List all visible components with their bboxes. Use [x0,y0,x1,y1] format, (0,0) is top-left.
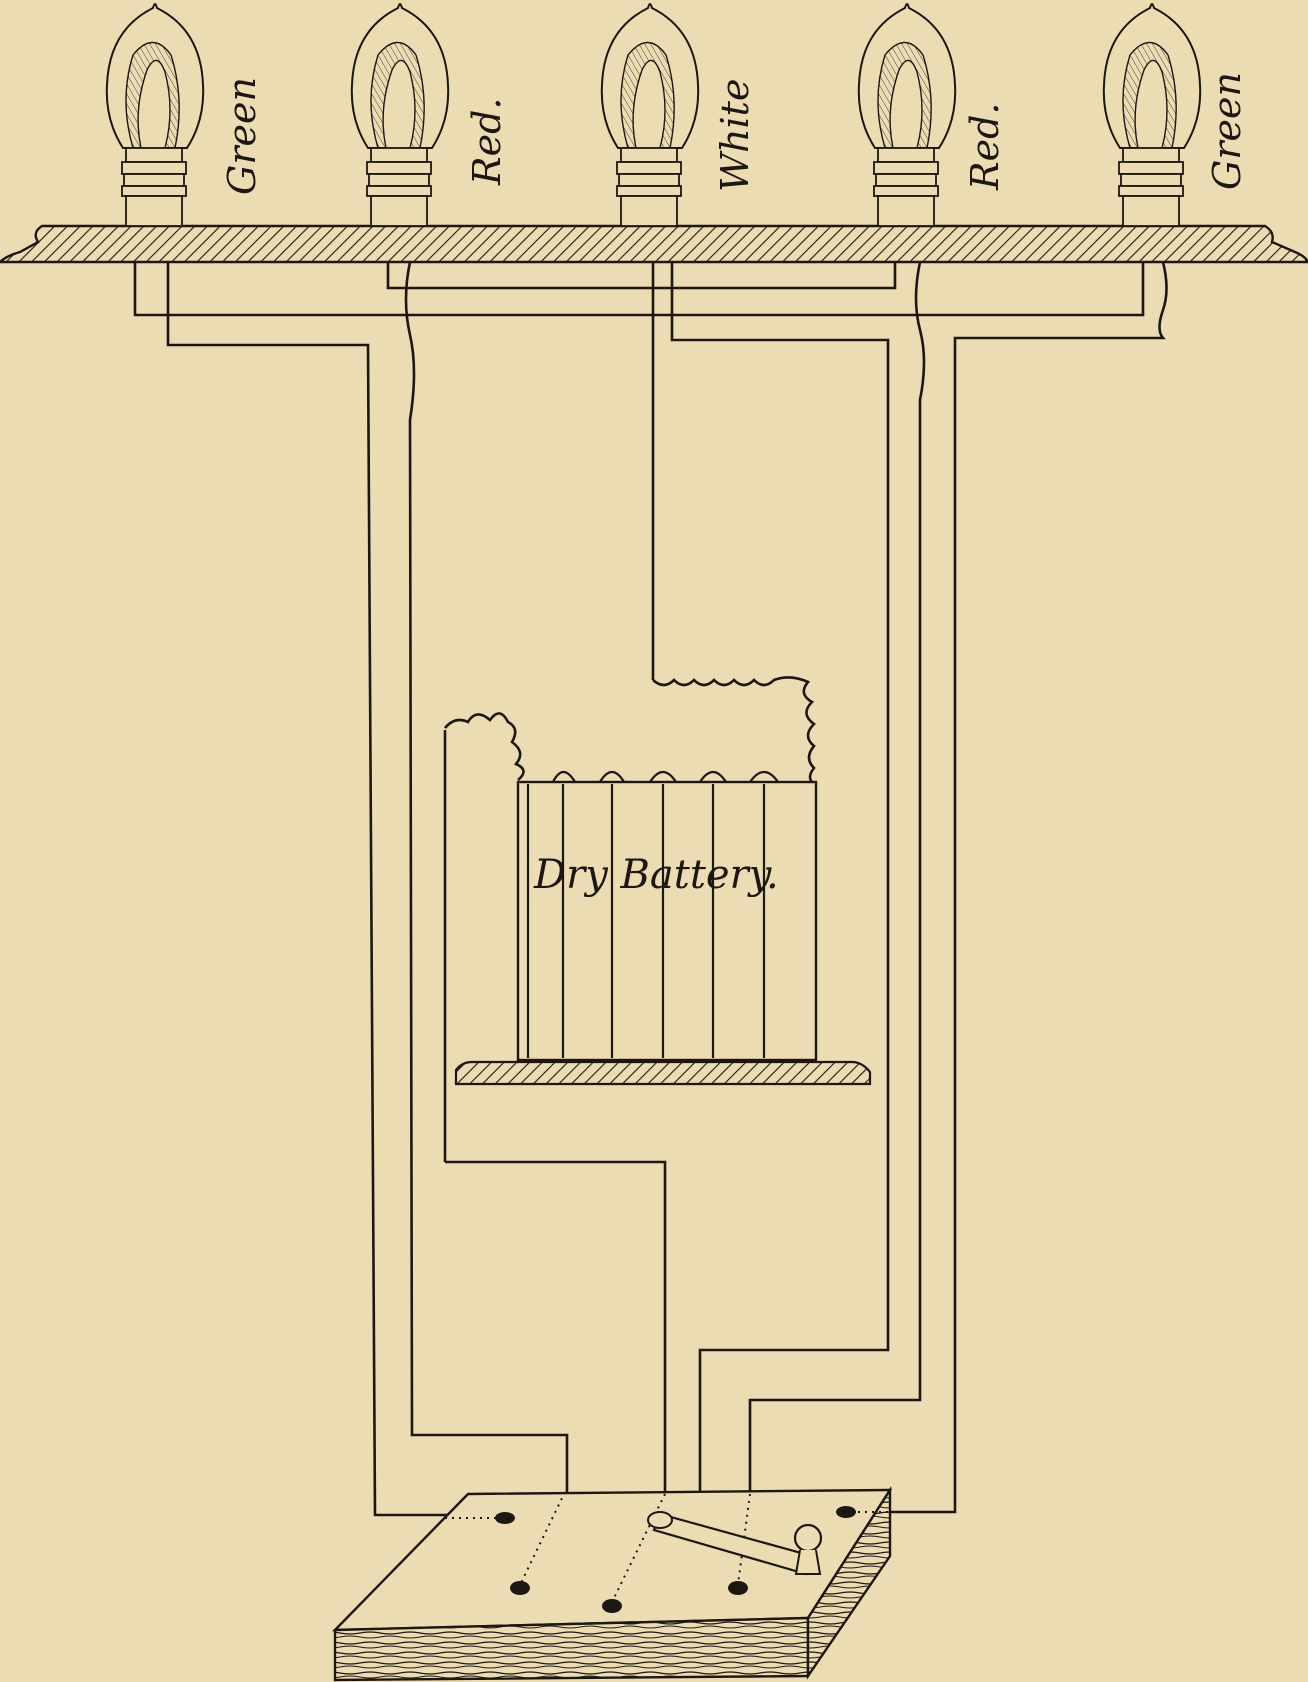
bulb-2 [350,3,450,227]
battery-lead-left [444,712,525,781]
wire-green-2-wavy [953,261,1168,1500]
wire-red-2-wavy [748,261,926,1515]
switch-lever [647,1511,823,1576]
wire-battery-out [445,1160,667,1510]
wire-red-1-wavy [404,261,569,1515]
bulb-label-5: Green [1205,72,1249,190]
battery-label: Dry Battery. [533,852,779,898]
bulb-label-1: Green [220,77,264,195]
switch-contact-5 [836,1506,856,1518]
bulb-3 [600,3,700,227]
shelf [0,224,1308,264]
bulb-5 [1102,3,1202,227]
bulb-label-2: Red. [465,97,509,186]
wire-switch-right [888,1500,957,1514]
bulb-label-3: White [713,79,757,192]
bulb-1 [105,3,205,227]
switch-contact-3 [602,1599,622,1613]
wire-white-2 [670,262,890,1515]
bulb-label-4: Red. [963,102,1007,191]
switch-contact-4 [728,1581,748,1595]
dry-battery: Dry Battery. [454,770,872,1086]
wire-cross-top [133,262,1145,317]
wire-green-1 [166,262,565,1517]
wires [133,260,1168,1517]
switch-contact-1 [495,1512,515,1524]
wire-red-1 [386,260,897,290]
switch-contact-2 [510,1581,530,1595]
switch-board [332,1485,893,1682]
battery-lead-right [652,676,817,786]
bulb-4 [857,3,957,227]
